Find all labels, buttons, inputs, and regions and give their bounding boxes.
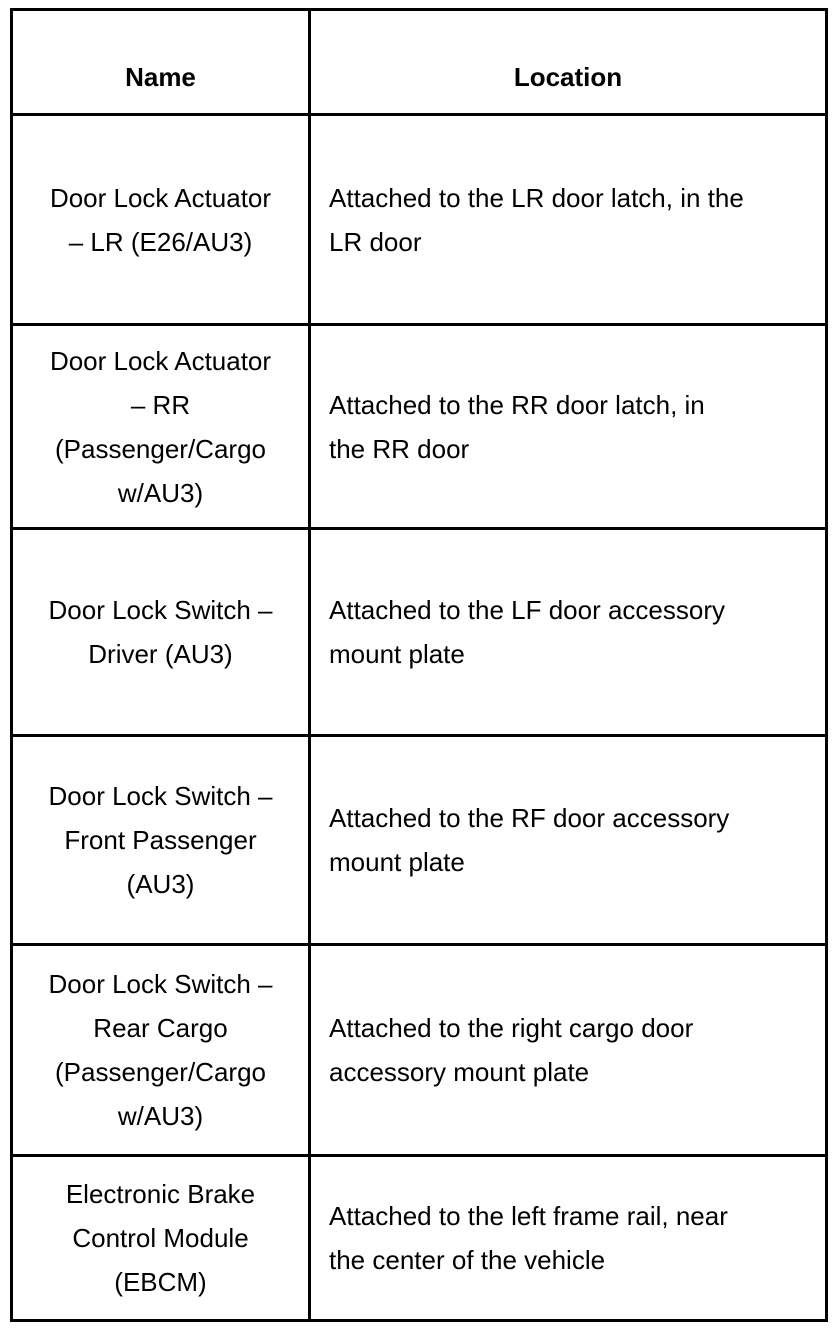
column-header-name: Name [10, 8, 311, 116]
component-name-cell: Door Lock Actuator – LR (E26/AU3) [10, 113, 311, 326]
component-location-cell: Attached to the LR door latch, in the LR… [308, 113, 828, 326]
table-row: Door Lock Switch – Driver (AU3) Attached… [10, 527, 828, 737]
component-location-cell: Attached to the RF door accessory mount … [308, 734, 828, 946]
header-row: Name Location [10, 8, 828, 116]
table-row: Door Lock Switch – Front Passenger (AU3)… [10, 734, 828, 946]
component-location-table: Name Location Door Lock Actuator – LR (E… [10, 8, 828, 1322]
table-header: Name Location [10, 8, 828, 116]
component-name-cell: Door Lock Switch – Rear Cargo (Passenger… [10, 943, 311, 1157]
table-body: Door Lock Actuator – LR (E26/AU3) Attach… [10, 113, 828, 1322]
table-row: Door Lock Actuator – LR (E26/AU3) Attach… [10, 113, 828, 326]
table-row: Electronic Brake Control Module (EBCM) A… [10, 1154, 828, 1322]
component-location-cell: Attached to the right cargo door accesso… [308, 943, 828, 1157]
component-name-cell: Electronic Brake Control Module (EBCM) [10, 1154, 311, 1322]
table-row: Door Lock Switch – Rear Cargo (Passenger… [10, 943, 828, 1157]
table-row: Door Lock Actuator – RR (Passenger/Cargo… [10, 323, 828, 530]
component-location-cell: Attached to the RR door latch, in the RR… [308, 323, 828, 530]
component-name-cell: Door Lock Actuator – RR (Passenger/Cargo… [10, 323, 311, 530]
component-location-cell: Attached to the LF door accessory mount … [308, 527, 828, 737]
component-name-cell: Door Lock Switch – Front Passenger (AU3) [10, 734, 311, 946]
component-name-cell: Door Lock Switch – Driver (AU3) [10, 527, 311, 737]
column-header-location: Location [308, 8, 828, 116]
component-location-cell: Attached to the left frame rail, near th… [308, 1154, 828, 1322]
